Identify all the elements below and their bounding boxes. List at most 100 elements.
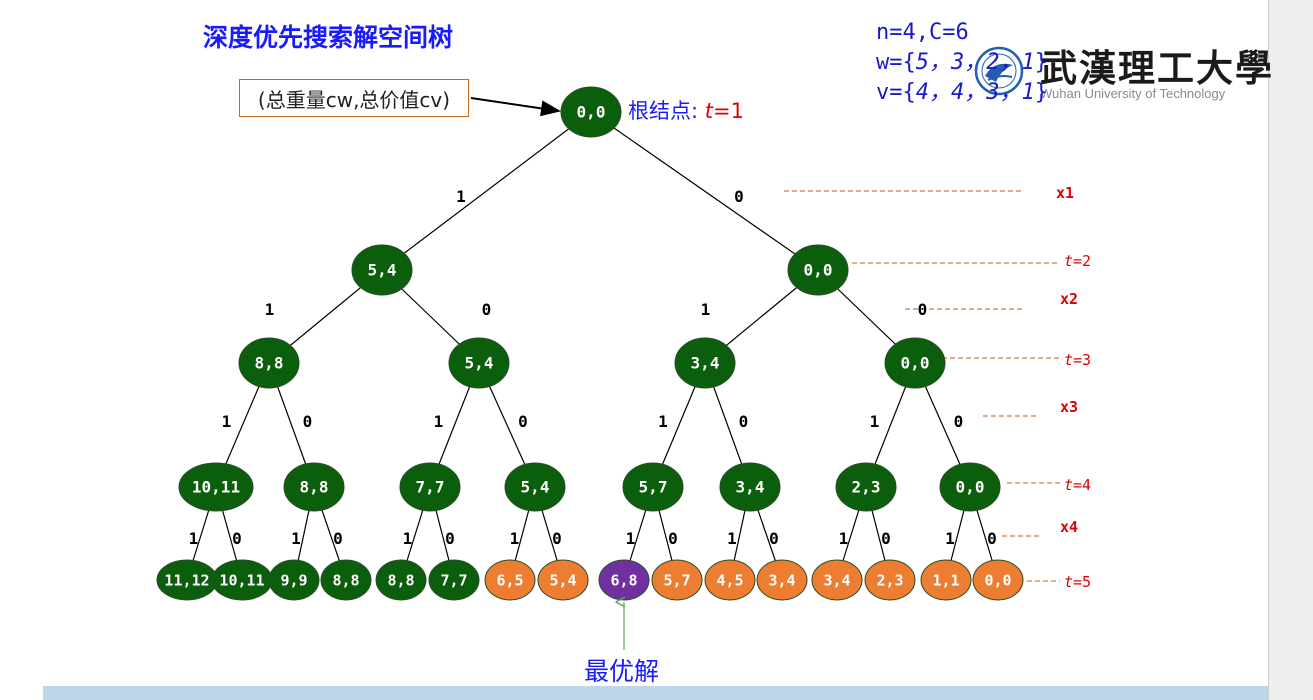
tree-leaf-node-label: 3,4	[823, 571, 850, 589]
tree-leaf-node	[320, 559, 372, 601]
edge-label-one: 1	[456, 187, 466, 206]
tree-node-level3-label: 7,7	[416, 478, 445, 497]
edge-label-one: 1	[839, 529, 849, 548]
tree-node-level2	[448, 337, 510, 389]
tree-leaf-node	[651, 559, 703, 601]
bottom-bar	[43, 686, 1268, 700]
edge-label-one: 1	[870, 412, 880, 431]
tree-leaf-node-label: 6,8	[610, 571, 637, 589]
edge-label-one: 1	[945, 529, 955, 548]
logo-english-text: Wuhan University of Technology	[1040, 86, 1226, 101]
edge-label-zero: 0	[987, 529, 997, 548]
tree-node-level3	[504, 462, 566, 512]
problem-parameters: n=4,C=6 w={5，3，2，1} v={4，4，3，1}	[876, 18, 1048, 108]
tree-leaf-node	[268, 559, 320, 601]
tree-node-level3	[283, 462, 345, 512]
tree-leaf-node-label: 7,7	[440, 571, 467, 589]
v-prefix: v={	[876, 80, 916, 105]
param-line-w: w={5，3，2，1}	[876, 48, 1048, 78]
tree-leaf-node-label: 8,8	[332, 571, 359, 589]
v-suffix: }	[1034, 80, 1048, 105]
edge-label-zero: 0	[518, 412, 528, 431]
w-suffix: }	[1034, 50, 1048, 75]
tree-node-level3-label: 5,7	[639, 478, 668, 497]
tree-node-level3	[622, 462, 684, 512]
edge-label-one: 1	[265, 300, 275, 319]
param-line-nc: n=4,C=6	[876, 20, 969, 45]
level-label-x4: x4	[1060, 518, 1078, 536]
tree-node-level3-label: 10,11	[192, 478, 240, 497]
tree-leaf-node-label: 0,0	[984, 571, 1011, 589]
tree-node-level3-label: 3,4	[736, 478, 765, 497]
level-label-x2: x2	[1060, 290, 1078, 308]
tree-node-root-label: 0,0	[577, 103, 606, 122]
tree-leaf-node	[537, 559, 589, 601]
level-label-t2: t=2	[1064, 252, 1091, 270]
tree-node-level2-label: 5,4	[465, 354, 494, 373]
w-values: 5，3，2，1	[915, 50, 1035, 75]
tree-leaf-node-label: 5,7	[663, 571, 690, 589]
node-label-legend: (总重量cw,总价值cv)	[239, 79, 469, 117]
tree-node-level3	[939, 462, 1001, 512]
edge-label-zero: 0	[232, 529, 242, 548]
tree-node-level2-label: 0,0	[901, 354, 930, 373]
right-gutter	[1268, 0, 1313, 700]
logo-chinese-text: 武漢理工大學	[1040, 46, 1274, 90]
tree-leaf-node	[972, 559, 1024, 601]
edge-label-one: 1	[434, 412, 444, 431]
tree-edge	[590, 111, 819, 271]
tree-leaf-node-label: 4,5	[716, 571, 743, 589]
tree-leaf-node-label: 8,8	[387, 571, 414, 589]
level-label-x1: x1	[1056, 184, 1074, 202]
root-node-label: 根结点: t=1	[628, 95, 744, 125]
edge-label-zero: 0	[482, 300, 492, 319]
root-label-t: t	[704, 99, 713, 123]
root-label-eq: =1	[713, 99, 744, 123]
tree-leaf-node	[428, 559, 480, 601]
tree-leaf-node-label: 6,5	[496, 571, 523, 589]
tree-node-level2-label: 3,4	[691, 354, 720, 373]
tree-node-level3-label: 8,8	[300, 478, 329, 497]
tree-node-level3	[835, 462, 897, 512]
tree-leaf-node	[484, 559, 536, 601]
edge-label-one: 1	[727, 529, 737, 548]
page-title: 深度优先搜索解空间树	[203, 23, 454, 52]
tree-edge	[381, 111, 592, 271]
level-label-t3: t=3	[1064, 351, 1091, 369]
best-solution-label: 最优解	[584, 657, 660, 686]
v-values: 4，4，3，1	[915, 80, 1035, 105]
tree-leaf-node-label: 2,3	[876, 571, 903, 589]
edge-label-zero: 0	[303, 412, 313, 431]
tree-leaf-node-label: 11,12	[164, 571, 209, 589]
edge-label-one: 1	[222, 412, 232, 431]
level-label-t5: t=5	[1064, 573, 1091, 591]
tree-leaf-node	[864, 559, 916, 601]
edge-label-zero: 0	[734, 187, 744, 206]
tree-node-level2-label: 8,8	[255, 354, 284, 373]
level-label-t4: t=4	[1064, 476, 1091, 494]
edge-label-zero: 0	[445, 529, 455, 548]
tree-leaf-node	[811, 559, 863, 601]
edge-label-one: 1	[701, 300, 711, 319]
edge-label-zero: 0	[954, 412, 964, 431]
root-label-text: 根结点:	[628, 99, 699, 123]
edge-label-zero: 0	[333, 529, 343, 548]
edge-label-zero: 0	[769, 529, 779, 548]
tree-leaf-node	[756, 559, 808, 601]
edge-label-zero: 0	[739, 412, 749, 431]
edge-label-one: 1	[403, 529, 413, 548]
tree-node-level3	[719, 462, 781, 512]
tree-node-level1-label: 0,0	[804, 261, 833, 280]
tree-leaf-node	[375, 559, 427, 601]
edge-label-one: 1	[658, 412, 668, 431]
tree-node-level3	[178, 462, 254, 512]
tree-leaf-node	[920, 559, 972, 601]
tree-node-level1	[787, 244, 849, 296]
tree-leaf-node-label: 9,9	[280, 571, 307, 589]
edge-label-one: 1	[510, 529, 520, 548]
tree-leaf-node-label: 3,4	[768, 571, 795, 589]
